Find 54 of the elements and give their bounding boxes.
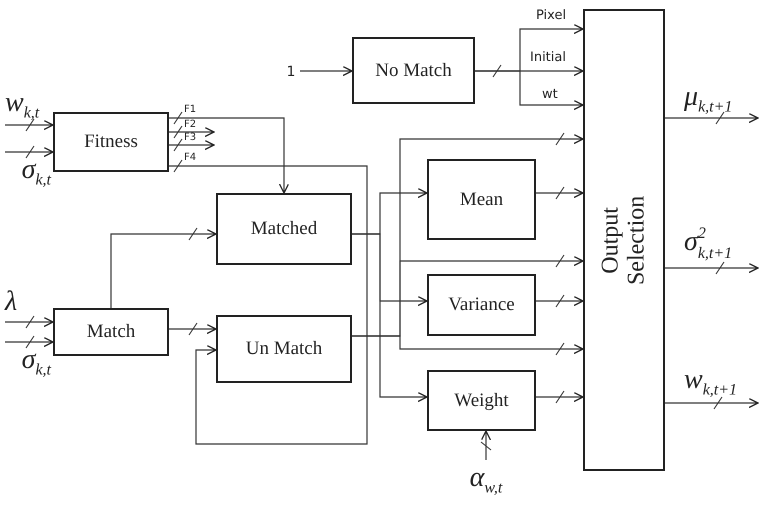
- math-symbol: λ: [5, 282, 45, 322]
- edge-label: Pixel: [536, 9, 566, 22]
- arrow: [352, 335, 584, 354]
- arrow: [536, 392, 584, 402]
- arrow: [5, 316, 54, 328]
- math-symbol: σ$_{k,t}$: [3, 152, 51, 192]
- block-label: No Match: [375, 60, 452, 82]
- edge-label: wt: [542, 88, 558, 101]
- arrow: [536, 296, 584, 306]
- arrow: [300, 66, 353, 76]
- arrow: [536, 188, 584, 198]
- input-value: 1: [282, 60, 300, 84]
- arrow: [480, 430, 492, 460]
- arrow: [169, 140, 215, 150]
- block-label: Weight: [454, 390, 509, 412]
- edge-label: F3: [184, 133, 196, 143]
- process-box: [427, 370, 536, 431]
- arrow: [169, 117, 290, 194]
- process-box: [53, 308, 169, 356]
- edge-label: F1: [184, 105, 196, 115]
- arrow: [5, 146, 54, 158]
- arrow: [110, 228, 217, 308]
- math-symbol: w$_{k,t+1}$: [684, 362, 762, 403]
- edge-label: F4: [184, 153, 196, 163]
- block-label: Matched: [250, 218, 318, 240]
- block-label: Variance: [448, 294, 515, 316]
- arrow: [5, 120, 54, 130]
- block-label: Output Selection: [598, 195, 650, 285]
- process-box: [352, 37, 475, 104]
- arrow: [5, 336, 54, 348]
- block-label: Un Match: [246, 338, 322, 360]
- process-box: [427, 274, 536, 336]
- math-symbol: α$_{w,t}$: [446, 460, 526, 500]
- arrow: [352, 233, 428, 402]
- block-label: Match: [86, 321, 136, 343]
- block-label: Mean: [460, 188, 504, 210]
- process-box: [53, 112, 169, 172]
- arrow: [169, 126, 215, 138]
- arrow: [475, 70, 584, 110]
- math-symbol: σ$_{k,t}$: [3, 342, 51, 382]
- process-box: [427, 159, 536, 240]
- process-box: [583, 9, 665, 471]
- arrow: [169, 165, 368, 445]
- block-label: Fitness: [84, 131, 138, 153]
- math-symbol: w$_{k,t}$: [5, 86, 51, 125]
- arrow: [665, 398, 759, 408]
- edge-label: Initial: [530, 51, 566, 64]
- math-symbol: μ$_{k,t+1}$: [684, 80, 762, 118]
- process-box: [216, 315, 352, 383]
- process-box: [216, 193, 352, 265]
- arrow: [665, 262, 759, 274]
- edge-label: F2: [184, 120, 196, 130]
- arrow: [169, 324, 217, 334]
- arrow: [665, 112, 759, 124]
